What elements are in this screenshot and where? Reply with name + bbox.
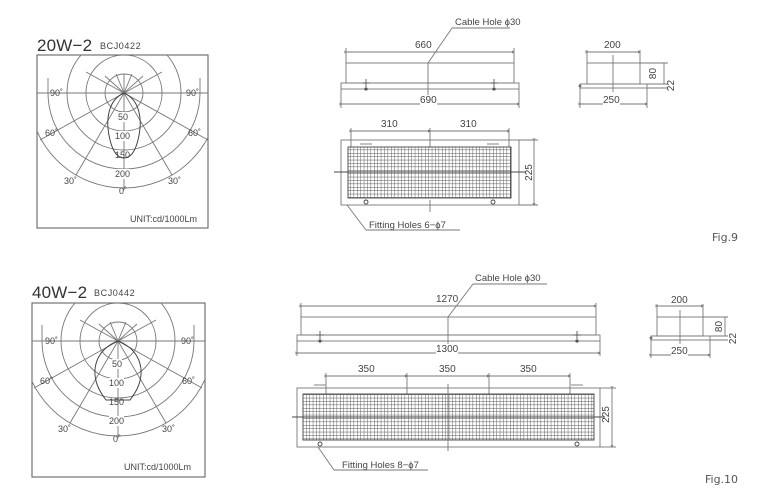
plan-view-40w bbox=[292, 373, 616, 471]
dim-end-top-20w: 200 bbox=[604, 40, 621, 51]
dim-spacing-2-40w: 350 bbox=[439, 364, 456, 375]
dim-depth-20w: 225 bbox=[523, 164, 535, 181]
angle-label-right-60: 60˚ bbox=[188, 128, 202, 138]
dim-depth-40w: 225 bbox=[600, 406, 612, 423]
cable-hole-label-20w: Cable Hole ϕ30 bbox=[455, 17, 521, 28]
dim-end-bottom-40w: 250 bbox=[671, 346, 688, 357]
dim-end-top-40w: 200 bbox=[671, 295, 688, 306]
unit-label-40w: UNIT:cd/1000Lm bbox=[124, 462, 192, 472]
dim-bottom-width-40w: 1300 bbox=[436, 344, 459, 355]
angle-label-left-90: 90˚ bbox=[45, 336, 59, 346]
angle-label-zero: 0˚ bbox=[113, 434, 122, 444]
radial-label-50: 50 bbox=[118, 112, 129, 122]
dim-bottom-width-20w: 690 bbox=[420, 95, 437, 106]
dim-end-bottom-20w: 250 bbox=[603, 95, 620, 106]
angle-label-left-60: 60˚ bbox=[45, 128, 59, 138]
angle-label-zero: 0˚ bbox=[119, 186, 128, 196]
angle-label-left-30: 30˚ bbox=[64, 176, 78, 186]
fitting-holes-label-40w: Fitting Holes 8−ϕ7 bbox=[342, 460, 419, 471]
figure-label-10: Fig.10 bbox=[705, 473, 739, 486]
model-title-40w: 40W−2 bbox=[32, 283, 88, 302]
end-view-20w bbox=[579, 50, 668, 108]
end-view-40w bbox=[650, 304, 728, 358]
radial-label-100: 100 bbox=[115, 131, 131, 141]
angle-label-right-60: 60˚ bbox=[182, 376, 196, 386]
dim-spacing-3-40w: 350 bbox=[520, 364, 537, 375]
angle-label-right-90: 90˚ bbox=[181, 336, 195, 346]
dim-top-width-40w: 1270 bbox=[436, 294, 459, 305]
unit-label-20w: UNIT:cd/1000Lm bbox=[130, 214, 198, 224]
polar-diagram-40w bbox=[31, 302, 206, 478]
dim-end-height-40w: 80 bbox=[714, 320, 726, 333]
dim-end-flange-40w: 22 bbox=[728, 332, 740, 345]
polar-diagram-20w bbox=[36, 54, 209, 229]
angle-label-left-30: 30˚ bbox=[58, 424, 72, 434]
side-view-40w bbox=[297, 283, 600, 356]
angle-label-right-30: 30˚ bbox=[162, 424, 176, 434]
radial-label-50: 50 bbox=[112, 359, 123, 369]
radial-label-150: 150 bbox=[115, 150, 131, 160]
plan-view-20w bbox=[334, 128, 538, 231]
fitting-holes-label-20w: Fitting Holes 6−ϕ7 bbox=[369, 220, 446, 231]
figure-label-9: Fig.9 bbox=[712, 231, 739, 244]
dim-spacing-1-20w: 310 bbox=[381, 119, 398, 130]
angle-label-right-90: 90˚ bbox=[186, 88, 200, 98]
radial-label-200: 200 bbox=[109, 416, 125, 426]
dim-spacing-1-40w: 350 bbox=[358, 364, 375, 375]
angle-label-left-60: 60˚ bbox=[40, 376, 54, 386]
dim-spacing-2-20w: 310 bbox=[460, 119, 477, 130]
angle-label-right-30: 30˚ bbox=[168, 176, 182, 186]
model-code-20w: BCJ0422 bbox=[100, 41, 142, 51]
radial-label-100: 100 bbox=[109, 378, 125, 388]
radial-label-150: 150 bbox=[109, 397, 125, 407]
dim-top-width-20w: 660 bbox=[415, 40, 432, 51]
cable-hole-label-40w: Cable Hole ϕ30 bbox=[475, 273, 541, 284]
dim-end-flange-20w: 22 bbox=[666, 79, 678, 92]
model-code-40w: BCJ0442 bbox=[94, 288, 136, 298]
radial-label-200: 200 bbox=[115, 169, 131, 179]
dim-end-height-20w: 80 bbox=[648, 67, 660, 80]
model-title-20w: 20W−2 bbox=[37, 36, 93, 55]
angle-label-left-90: 90˚ bbox=[50, 88, 64, 98]
